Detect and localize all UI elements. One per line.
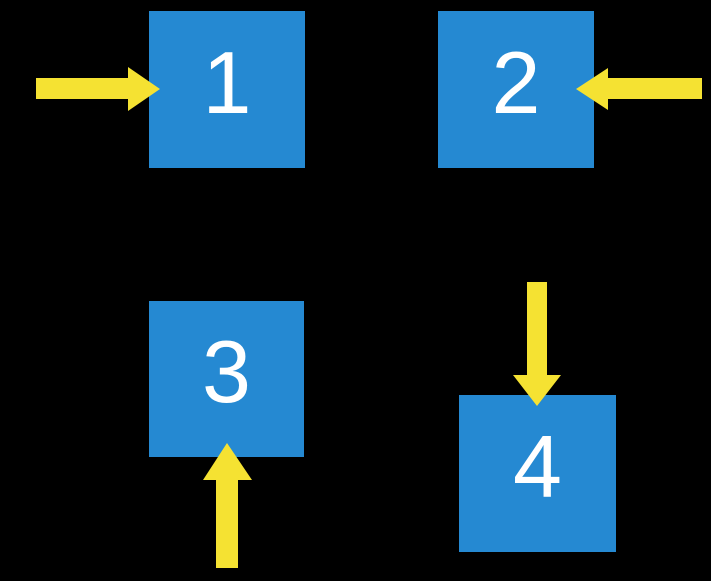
box-3-label: 3: [202, 322, 251, 421]
box-4: 4: [459, 395, 616, 552]
arrow-up-icon: [203, 443, 252, 568]
box-2: 2: [438, 11, 594, 168]
box-4-label: 4: [513, 416, 562, 516]
arrow-down-icon: [513, 282, 561, 406]
box-1-label: 1: [202, 32, 252, 132]
box-3: 3: [149, 301, 304, 457]
box-2-label: 2: [491, 32, 541, 132]
box-1: 1: [149, 11, 305, 168]
arrow-left-icon: [576, 68, 702, 110]
arrow-right-icon: [36, 67, 160, 111]
